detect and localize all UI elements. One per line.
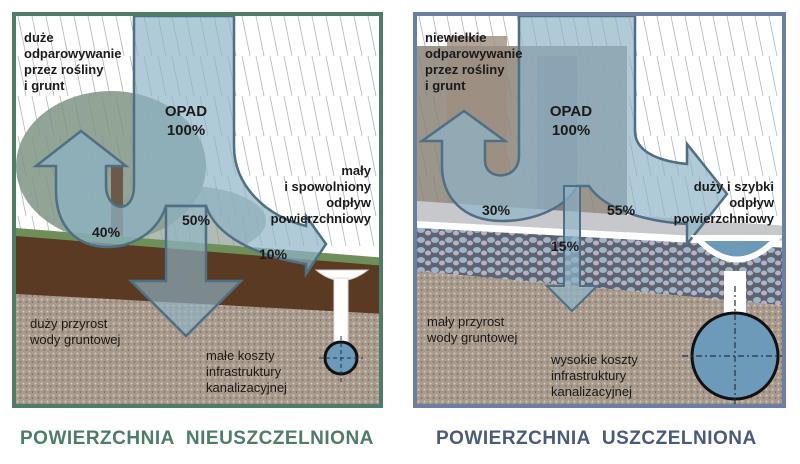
precipitation-arrow xyxy=(418,16,729,248)
infrastructure-cost-label: wysokie koszty infrastruktury kanalizacy… xyxy=(551,352,638,399)
precipitation-label: OPAD 100% xyxy=(549,103,593,139)
runoff-label: duży i szybki odpływ powierzchniowy xyxy=(673,179,774,226)
ground-layer xyxy=(417,271,782,404)
groundwater-label: duży przyrost wody gruntowej xyxy=(30,316,121,347)
sealed-surface-panel: niewielkie odparowywanie przez rośliny i… xyxy=(413,12,786,408)
infiltration-arrow xyxy=(127,204,245,338)
runoff-label: mały i spowolniony odpływ powierzchniowy xyxy=(270,163,371,226)
infiltration-percent: 15% xyxy=(551,238,580,254)
unsealed-illustration xyxy=(16,16,379,404)
infrastructure-cost-label: małe koszty infrastruktury kanalizacyjne… xyxy=(206,348,287,395)
sealed-illustration xyxy=(417,16,782,404)
crushed-stone-layer xyxy=(417,228,782,306)
evaporation-percent: 30% xyxy=(482,202,511,218)
precipitation-arrow xyxy=(32,16,328,279)
unsealed-surface-caption: POWIERZCHNIA NIEUSZCZELNIONA xyxy=(20,428,374,449)
evaporation-label: duże odparowywanie przez rośliny i grunt xyxy=(24,30,122,93)
runoff-percent: 10% xyxy=(259,246,288,262)
unsealed-surface-panel: duże odparowywanie przez rośliny i grunt… xyxy=(12,12,383,408)
runoff-percent: 55% xyxy=(607,202,636,218)
precipitation-label: OPAD 100% xyxy=(164,103,208,139)
infiltration-percent: 50% xyxy=(182,212,211,228)
sealed-surface-caption: POWIERZCHNIA USZCZELNIONA xyxy=(436,428,757,449)
infiltration-arrow xyxy=(544,185,600,313)
groundwater-label: mały przyrost wody gruntowej xyxy=(427,314,518,345)
evaporation-label: niewielkie odparowywanie przez rośliny i… xyxy=(425,30,523,93)
evaporation-percent: 40% xyxy=(92,224,121,240)
ground-layer xyxy=(16,294,379,404)
